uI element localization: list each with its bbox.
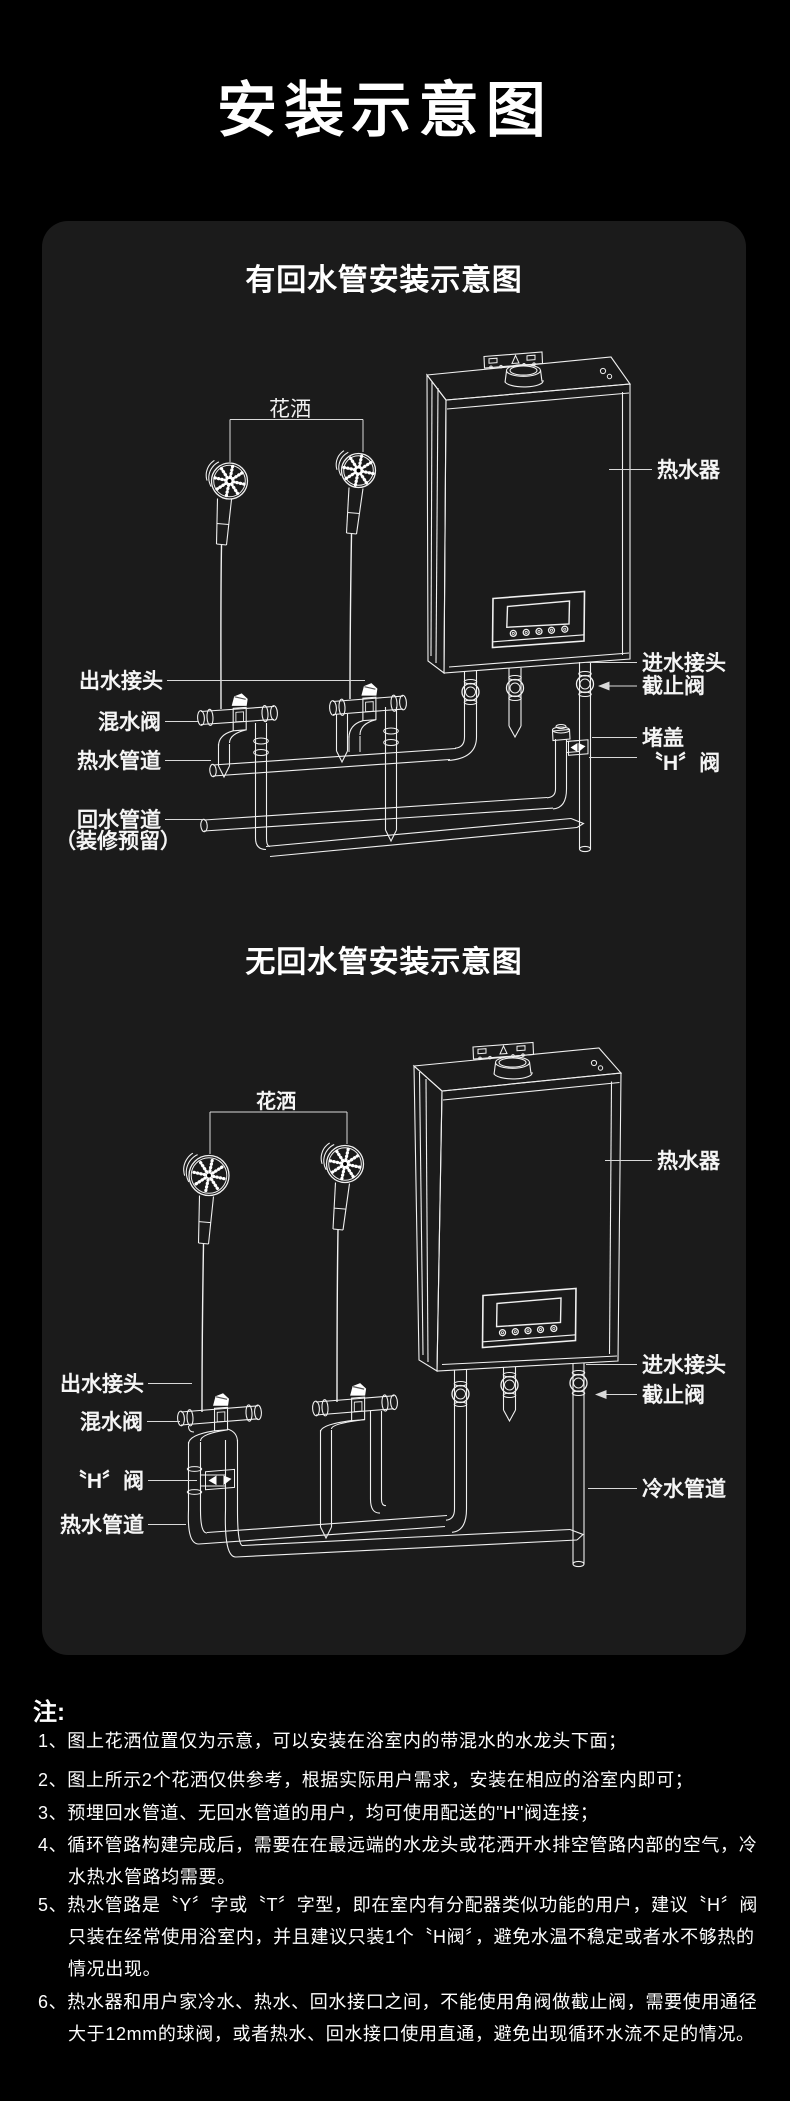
svg-text:热水管道: 热水管道 [60,1513,144,1537]
svg-text:〝H〞阀: 〝H〞阀 [642,752,720,775]
svg-text:进水接头: 进水接头 [642,652,726,675]
svg-text:出水接头: 出水接头 [79,670,163,693]
svg-text:出水接头: 出水接头 [60,1373,144,1396]
svg-text:〝H〞阀: 〝H〞阀 [66,1470,144,1493]
svg-text:花洒: 花洒 [269,398,311,421]
svg-text:冷水管道: 冷水管道 [642,1477,726,1501]
svg-text:热水管道: 热水管道 [77,749,161,773]
svg-text:花洒: 花洒 [256,1090,296,1113]
svg-text:混水阀: 混水阀 [98,711,161,734]
svg-text:热水器: 热水器 [657,1149,721,1173]
svg-text:进水接头: 进水接头 [642,1354,726,1377]
svg-text:堵盖: 堵盖 [642,726,684,750]
svg-text:截止阀: 截止阀 [642,1384,705,1407]
svg-text:（装修预留）: （装修预留） [55,829,181,853]
svg-text:截止阀: 截止阀 [642,675,705,698]
svg-text:回水管道: 回水管道 [77,808,161,832]
svg-text:混水阀: 混水阀 [80,1411,143,1434]
svg-text:热水器: 热水器 [657,458,721,482]
